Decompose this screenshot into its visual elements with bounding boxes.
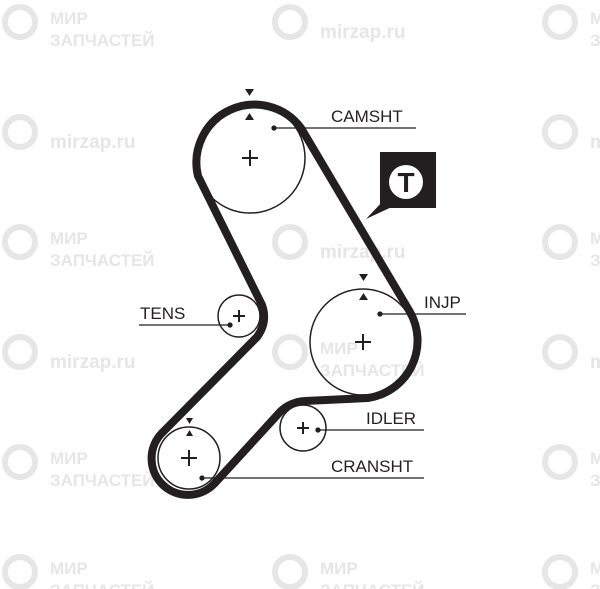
crankshaft-pulley [157, 426, 221, 490]
watermark-tile: mirzap.ru [542, 334, 600, 373]
watermark-logo-icon [542, 114, 578, 150]
watermark-site: mirzap.ru [50, 352, 136, 373]
watermark-logo-icon [2, 4, 38, 40]
watermark-line2: ЗАПЧАСТЕЙ [50, 581, 155, 589]
watermark-tile: МИР ЗАПЧАСТЕЙ [542, 224, 600, 270]
watermark-tile: МИР ЗАПЧАСТЕЙ [2, 554, 155, 589]
watermark-tile: МИР ЗАПЧАСТЕЙ [2, 444, 155, 490]
watermark-logo-icon [272, 334, 308, 370]
tensioner-pulley [217, 294, 261, 338]
watermark-logo-icon [272, 224, 308, 260]
watermark-line1: МИР [50, 9, 88, 28]
watermark-tile: mirzap.ru [272, 4, 406, 43]
watermark-logo-icon [542, 4, 578, 40]
watermark-logo-icon [272, 554, 308, 589]
timing-belt [147, 100, 422, 499]
watermark-logo-icon [2, 444, 38, 480]
watermark-line2: ЗАПЧАСТЕЙ [590, 251, 600, 270]
watermark-logo-icon [2, 224, 38, 260]
watermark-logo-icon [542, 554, 578, 589]
watermark-tile: mirzap.ru [272, 224, 406, 263]
watermark-line1: МИР [590, 9, 600, 28]
watermark-line2: ЗАПЧАСТЕЙ [590, 31, 600, 50]
label-injection-pump: INJP [424, 293, 461, 312]
watermark-tile: МИР ЗАПЧАСТЕЙ [272, 334, 425, 380]
watermark-line1: МИР [50, 559, 88, 578]
watermark-line2: ЗАПЧАСТЕЙ [50, 31, 155, 50]
watermark-line1: МИР [50, 449, 88, 468]
watermark-line2: ЗАПЧАСТЕЙ [590, 581, 600, 589]
tension-badge: T [366, 152, 436, 219]
watermark-tile: МИР ЗАПЧАСТЕЙ [2, 224, 155, 270]
watermark-site: mirzap.ru [50, 132, 136, 153]
watermark-line1: МИР [320, 559, 358, 578]
watermark-tile: mirzap.ru [542, 114, 600, 153]
watermark-site: mirzap.ru [590, 132, 600, 153]
watermark-site: mirzap.ru [320, 22, 406, 43]
watermark-line2: ЗАПЧАСТЕЙ [50, 471, 155, 490]
watermark-site: mirzap.ru [590, 352, 600, 373]
watermark-site: mirzap.ru [320, 242, 406, 263]
watermark-line2: ЗАПЧАСТЕЙ [320, 581, 425, 589]
watermark-logo-icon [2, 334, 38, 370]
watermark-line2: ЗАПЧАСТЕЙ [50, 251, 155, 270]
watermark-logo-icon [542, 224, 578, 260]
watermark-line1: МИР [320, 339, 358, 358]
watermark-tile: mirzap.ru [2, 114, 136, 153]
watermark-logo-icon [542, 334, 578, 370]
watermark-line1: МИР [590, 559, 600, 578]
watermark-tile: МИР ЗАПЧАСТЕЙ [542, 4, 600, 50]
watermark-tile: МИР ЗАПЧАСТЕЙ [542, 554, 600, 589]
watermark-tile: МИР ЗАПЧАСТЕЙ [2, 4, 155, 50]
label-idler: IDLER [366, 409, 416, 428]
timing-marks [186, 89, 368, 436]
watermark-line2: ЗАПЧАСТЕЙ [590, 471, 600, 490]
center-marks [181, 150, 371, 466]
watermark-tile: МИР ЗАПЧАСТЕЙ [272, 554, 425, 589]
watermark-logo-icon [2, 114, 38, 150]
watermark-tile: mirzap.ru [2, 334, 136, 373]
watermark-line1: МИР [590, 229, 600, 248]
label-tensioner: TENS [140, 304, 185, 323]
watermark-line2: ЗАПЧАСТЕЙ [320, 361, 425, 380]
watermark-logo-icon [542, 444, 578, 480]
label-camshaft: CAMSHT [331, 107, 403, 126]
watermark-line1: МИР [50, 229, 88, 248]
leader-lines [139, 125, 466, 481]
watermark-logo-icon [2, 554, 38, 589]
label-crankshaft: CRANSHT [331, 457, 413, 476]
watermark-logo-icon [272, 4, 308, 40]
watermark-layer: МИРЗАПЧАСТЕЙmirzap.ruМИРЗАПЧАСТЕЙmirzap.… [2, 4, 600, 589]
watermark-line1: МИР [590, 449, 600, 468]
watermark-tile: МИР ЗАПЧАСТЕЙ [542, 444, 600, 490]
badge-letter: T [397, 167, 414, 198]
